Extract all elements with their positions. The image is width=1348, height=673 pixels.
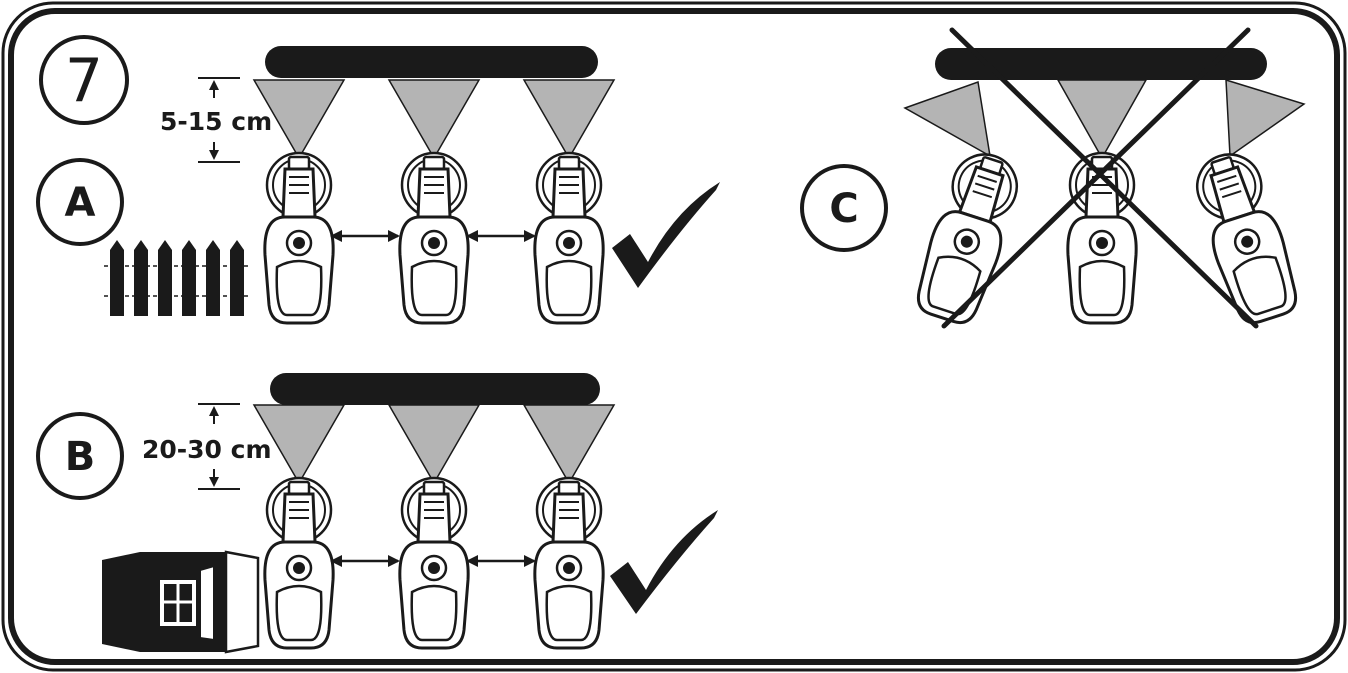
panel-a: A 5-15 cm — [36, 46, 720, 325]
house-wall-icon — [102, 550, 260, 654]
spray-cones-a — [252, 79, 616, 160]
spacing-arrows-b — [330, 555, 536, 567]
sprinkler-b1 — [263, 476, 335, 650]
step-number: 7 — [65, 46, 103, 116]
sprinkler-b3 — [533, 476, 605, 650]
sprinkler-a1 — [263, 151, 335, 325]
panel-c-badge: C — [800, 164, 888, 252]
spray-cones-b — [252, 404, 616, 485]
mounting-bar-a — [265, 46, 598, 78]
spray-cones-c — [903, 78, 1306, 160]
panel-b-badge: B — [36, 412, 124, 500]
spacing-arrows-a — [330, 230, 536, 242]
inner-frame — [8, 8, 1340, 665]
panel-b: B 20-30 cm — [36, 373, 718, 654]
dimension-indicator-b: 20-30 cm — [142, 403, 272, 490]
checkmark-icon — [610, 510, 718, 614]
sprinkler-a2 — [398, 151, 470, 325]
checkmark-icon — [612, 182, 720, 288]
dimension-indicator-a: 5-15 cm — [160, 77, 272, 163]
panel-b-label: B — [65, 434, 96, 480]
fence-icon — [104, 240, 250, 316]
panel-a-label: A — [65, 180, 96, 226]
mounting-bar-b — [270, 373, 600, 405]
panel-a-badge: A — [36, 158, 124, 246]
distance-label-b: 20-30 cm — [142, 435, 272, 464]
panel-c-label: C — [829, 186, 858, 232]
panel-c: C — [800, 27, 1306, 330]
mounting-bar-c — [935, 48, 1267, 80]
sprinkler-a3 — [533, 151, 605, 325]
step-number-badge: 7 — [39, 35, 129, 125]
sprinkler-b2 — [398, 476, 470, 650]
cross-icon — [941, 27, 1259, 329]
distance-label-a: 5-15 cm — [160, 107, 272, 136]
sprinkler-c3 — [1185, 144, 1306, 330]
